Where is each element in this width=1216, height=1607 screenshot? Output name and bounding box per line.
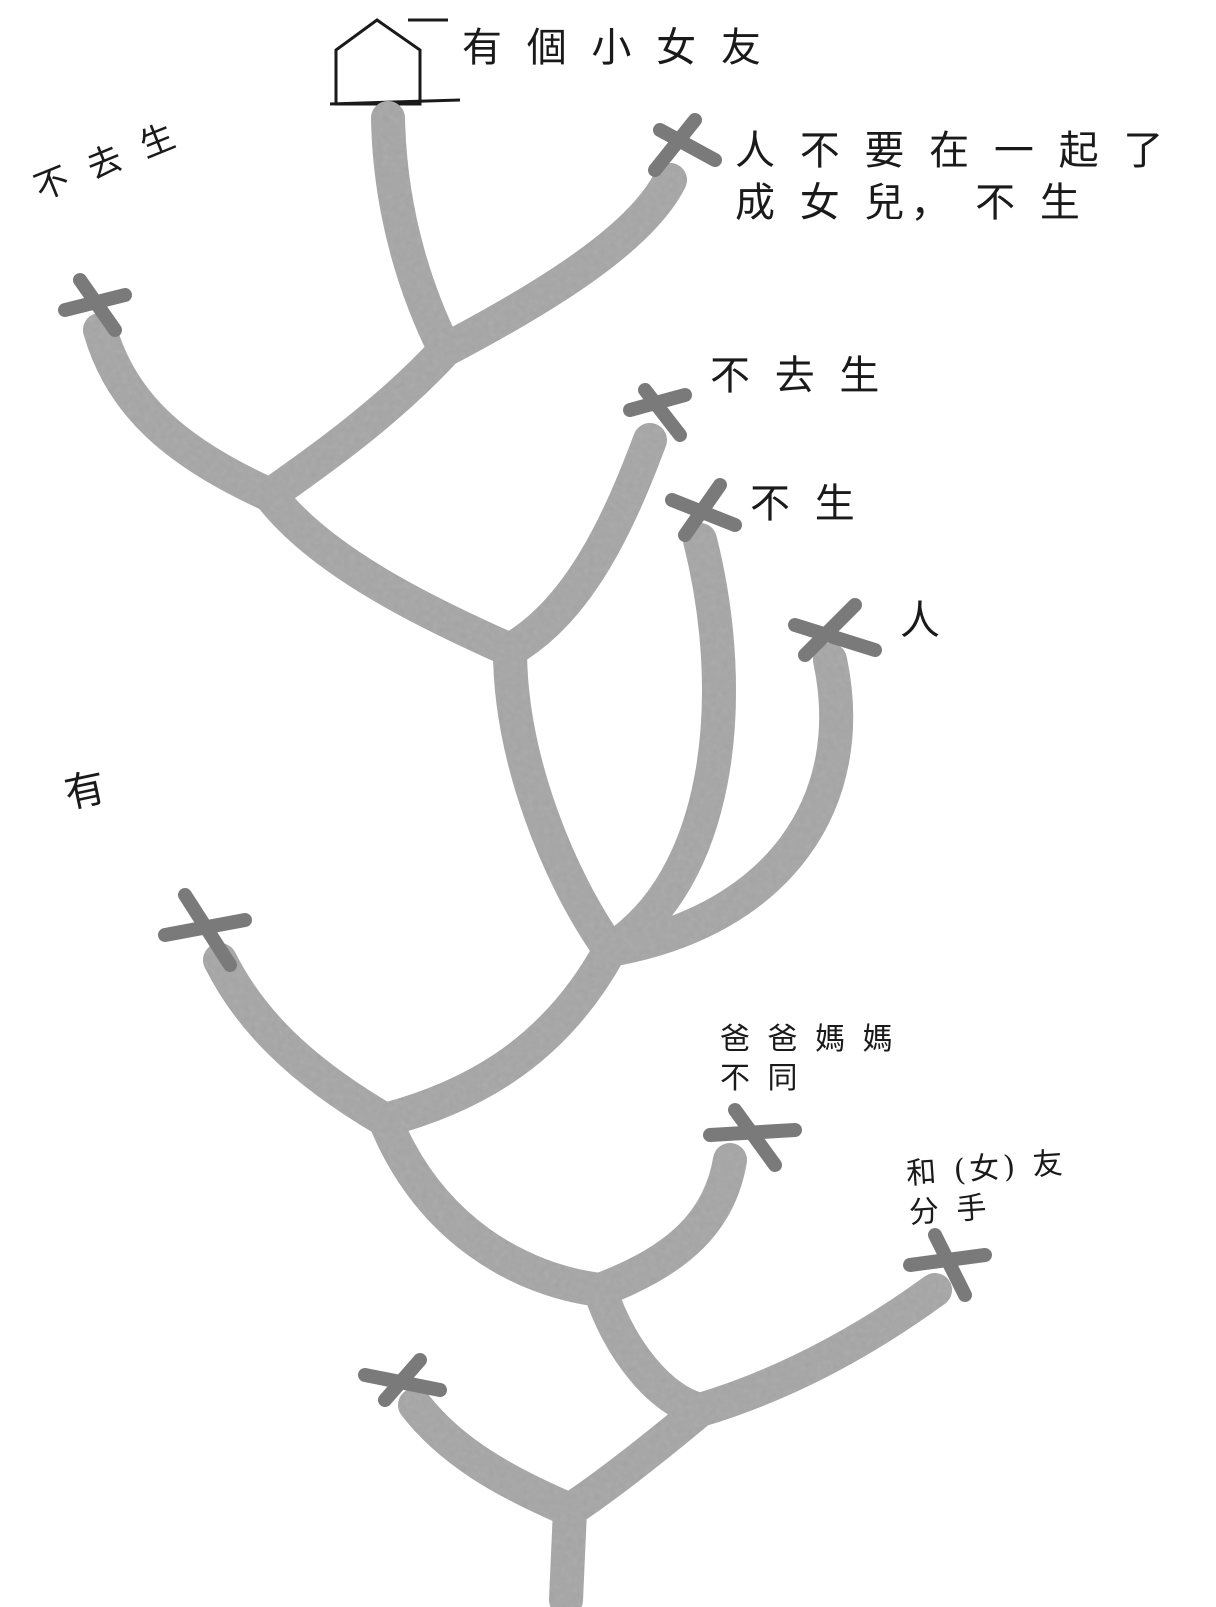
branch-j3-to-j4 bbox=[493, 633, 627, 967]
label-right-3: 不 生 bbox=[750, 481, 861, 527]
branch-junction-to-j2 bbox=[253, 333, 462, 512]
trunk-base bbox=[549, 1493, 587, 1607]
cross-mark bbox=[648, 113, 722, 177]
branch-mid-right-1 bbox=[493, 423, 667, 667]
branch-j7-to-base bbox=[553, 1393, 717, 1527]
cross-mark bbox=[358, 1353, 447, 1407]
cross-mark bbox=[703, 1103, 802, 1172]
title-label: 有 個 小 女 友 bbox=[462, 25, 767, 71]
cross-mark bbox=[788, 598, 882, 662]
branch-house-to-junction bbox=[371, 101, 462, 367]
label-right-4: 人 bbox=[900, 598, 946, 644]
branch-j6-to-j7 bbox=[583, 1273, 717, 1427]
cross-mark bbox=[158, 888, 252, 972]
label-upper-right: 人 不 要 在 一 起 了 成 女 兒， 不 生 bbox=[735, 128, 1170, 226]
branch-upper-right bbox=[428, 163, 687, 367]
cross-mark bbox=[58, 273, 132, 337]
branch-upper-left bbox=[83, 313, 287, 512]
label-lower-right-2: 和 (女) 友 分 手 bbox=[905, 1145, 1068, 1231]
branch-j5-to-j6 bbox=[368, 1103, 617, 1307]
cross-mark bbox=[903, 1228, 992, 1302]
branch-j2-to-j3 bbox=[253, 478, 527, 667]
branch-j4-to-j5 bbox=[368, 933, 627, 1137]
label-lower-right-1: 爸 爸 媽 媽 不 同 bbox=[720, 1022, 897, 1096]
crosses bbox=[58, 113, 992, 1407]
cross-mark bbox=[665, 478, 742, 542]
branch-left-mid bbox=[203, 943, 402, 1137]
label-right-2: 不 去 生 bbox=[710, 353, 886, 399]
branch-mid-right-2 bbox=[593, 523, 736, 967]
branch-lower-right-2 bbox=[683, 1273, 952, 1427]
cross-mark bbox=[623, 383, 692, 442]
branch-mid-right-3 bbox=[593, 643, 854, 967]
branch-lower-left bbox=[398, 1388, 587, 1527]
house-icon bbox=[329, 18, 461, 106]
branch-lower-right-1 bbox=[583, 1143, 747, 1307]
branches bbox=[83, 101, 952, 1607]
